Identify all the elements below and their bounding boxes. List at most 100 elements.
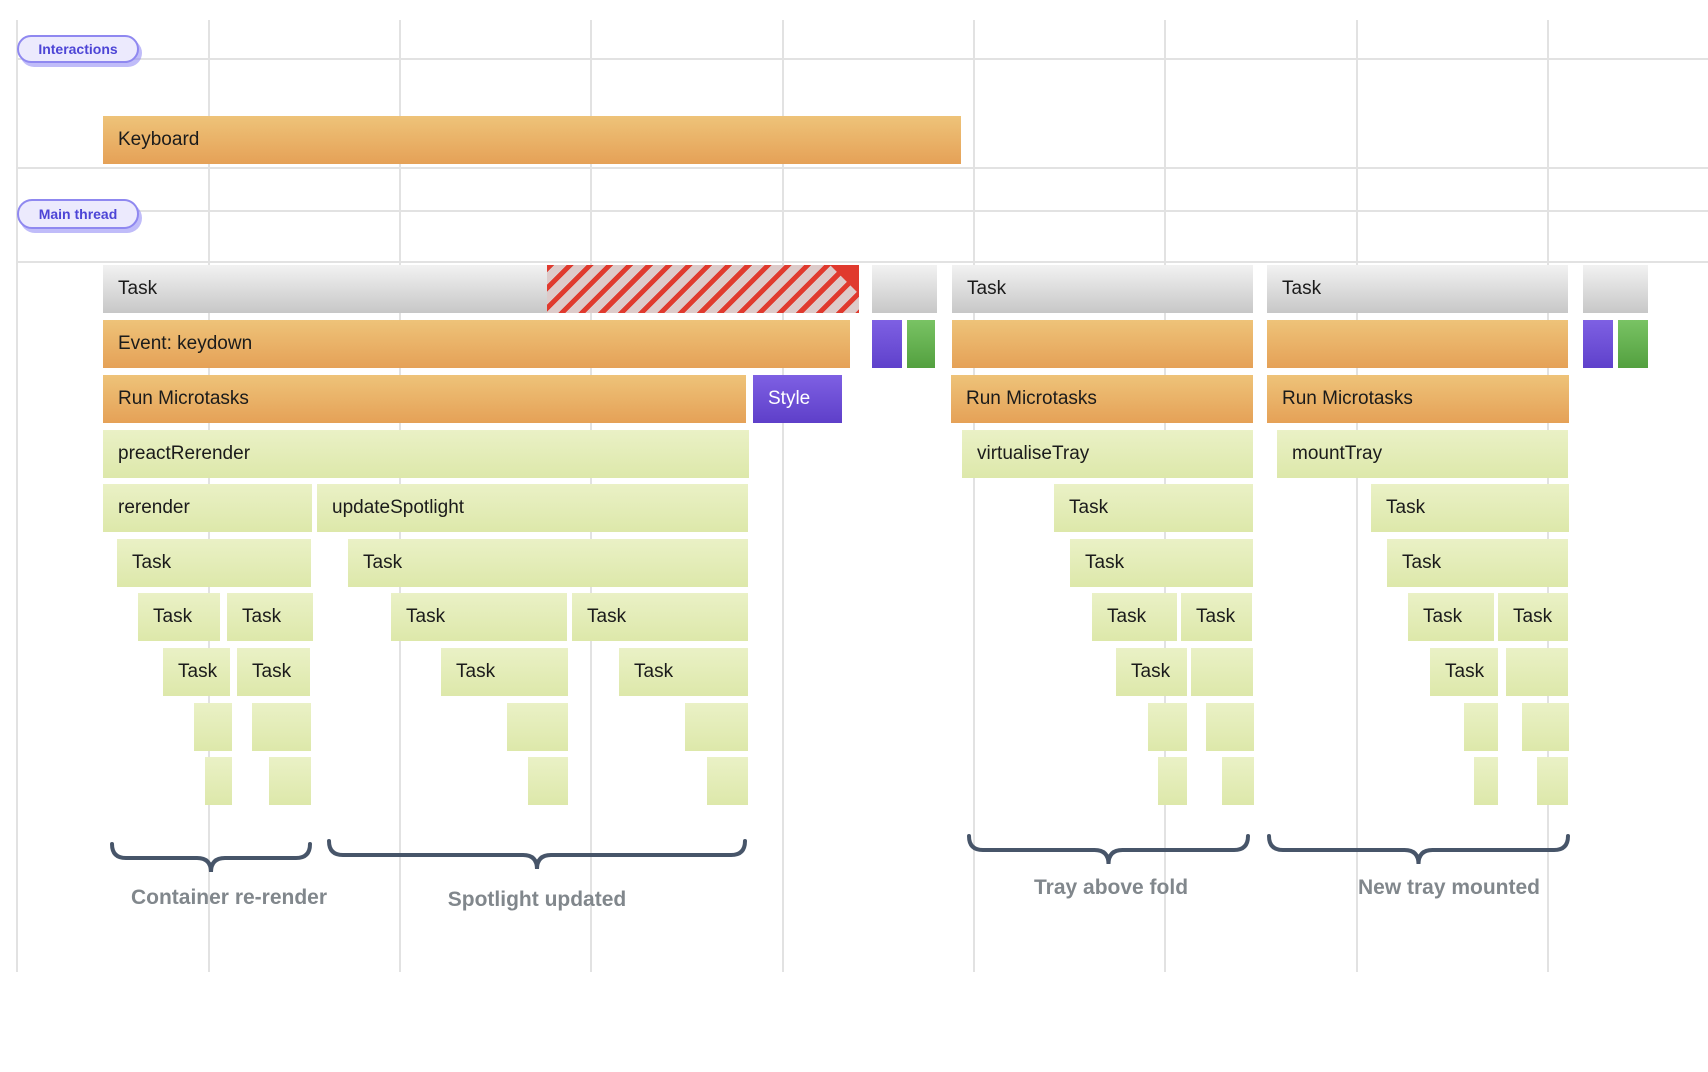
flame-bar-task[interactable]: Task: [1498, 593, 1568, 641]
annotation-label: Container re-render: [130, 886, 328, 909]
flame-bar[interactable]: [707, 757, 748, 805]
flame-bar-style[interactable]: Style: [753, 375, 842, 423]
flame-bar-task[interactable]: Task: [348, 539, 748, 587]
flame-bar-task[interactable]: Task: [441, 648, 568, 696]
flame-bar[interactable]: [1583, 320, 1613, 368]
gridline-vertical: [16, 20, 18, 972]
long-task-corner-icon: [830, 265, 859, 294]
flame-bar-task[interactable]: Task: [117, 539, 311, 587]
flame-bar-label: Event: keydown: [118, 333, 253, 354]
flame-bar-label: Task: [118, 278, 158, 299]
flame-bar-task[interactable]: Task: [103, 265, 859, 313]
flame-bar[interactable]: [872, 320, 902, 368]
flame-bar[interactable]: [528, 757, 568, 805]
flame-bar-preactrerender[interactable]: preactRerender: [103, 430, 749, 478]
flame-bar-task[interactable]: Task: [1092, 593, 1177, 641]
flame-bar-label: Task: [252, 661, 292, 682]
flame-bar[interactable]: [1506, 648, 1568, 696]
flame-bar-run-microtasks[interactable]: Run Microtasks: [103, 375, 746, 423]
flame-bar-task[interactable]: Task: [138, 593, 220, 641]
interaction-keyboard-label: Keyboard: [118, 129, 200, 150]
flame-bar[interactable]: [507, 703, 568, 751]
flame-bar[interactable]: [1474, 757, 1498, 805]
flame-bar-task[interactable]: Task: [1054, 484, 1253, 532]
flame-bar-label: Style: [768, 388, 811, 409]
main-thread-track-pill[interactable]: Main thread: [17, 199, 139, 229]
flame-bar[interactable]: [205, 757, 232, 805]
flame-bar-task[interactable]: Task: [163, 648, 230, 696]
flame-bar-task[interactable]: Task: [1116, 648, 1187, 696]
flame-bar-task[interactable]: Task: [1387, 539, 1568, 587]
flame-bar[interactable]: [252, 703, 311, 751]
flame-bar[interactable]: [907, 320, 935, 368]
flame-bar-label: Task: [1423, 606, 1463, 627]
flame-bar-label: Task: [153, 606, 193, 627]
annotation-label: New tray mounted: [1357, 876, 1541, 899]
flame-bar-task[interactable]: Task: [1070, 539, 1253, 587]
flame-bar-task[interactable]: Task: [227, 593, 313, 641]
flame-bar[interactable]: [1191, 648, 1253, 696]
flame-bar[interactable]: [1206, 703, 1254, 751]
flame-bar-label: Run Microtasks: [1282, 388, 1413, 409]
flame-bar-label: preactRerender: [118, 443, 251, 464]
flame-bar[interactable]: [269, 757, 311, 805]
gridline-horizontal: [17, 167, 1708, 169]
flame-bar-task[interactable]: Task: [572, 593, 748, 641]
flame-bar[interactable]: [1148, 703, 1187, 751]
annotation-label: Spotlight updated: [447, 888, 627, 911]
flame-bar-label: Task: [406, 606, 446, 627]
flame-bar-virtualisetray[interactable]: virtualiseTray: [962, 430, 1253, 478]
flame-bar[interactable]: [1618, 320, 1648, 368]
flame-bar-task[interactable]: Task: [1408, 593, 1494, 641]
flame-bar-label: Task: [634, 661, 674, 682]
flame-bar-label: updateSpotlight: [332, 497, 465, 518]
flame-bar-updatespotlight[interactable]: updateSpotlight: [317, 484, 748, 532]
flame-bar-task[interactable]: Task: [1430, 648, 1498, 696]
gridline-vertical: [782, 20, 784, 972]
flame-bar-label: Task: [132, 552, 172, 573]
flame-bar[interactable]: [1537, 757, 1568, 805]
flame-bar[interactable]: [1267, 320, 1568, 368]
flame-bar-rerender[interactable]: rerender: [103, 484, 312, 532]
gridline-vertical: [1356, 20, 1358, 972]
flame-bar[interactable]: [1464, 703, 1498, 751]
flame-bar-label: rerender: [118, 497, 190, 518]
flame-bar-task[interactable]: Task: [1371, 484, 1569, 532]
flame-bar[interactable]: [1522, 703, 1569, 751]
flame-bar-task[interactable]: Task: [952, 265, 1253, 313]
gridline-horizontal: [17, 210, 1708, 212]
flame-bar-run-microtasks[interactable]: Run Microtasks: [951, 375, 1253, 423]
interaction-keyboard-bar[interactable]: Keyboard: [103, 116, 961, 164]
flame-bar[interactable]: [1158, 757, 1187, 805]
flame-bar[interactable]: [685, 703, 748, 751]
flame-bar-run-microtasks[interactable]: Run Microtasks: [1267, 375, 1569, 423]
flame-bar-task[interactable]: Task: [1267, 265, 1568, 313]
flame-bar[interactable]: [1583, 265, 1648, 313]
flame-bar-label: Task: [967, 278, 1007, 299]
flame-bar-label: mountTray: [1292, 443, 1383, 464]
annotation-brace: [967, 834, 1250, 865]
flame-bar-label: Task: [1282, 278, 1322, 299]
annotation-label: Tray above fold: [1033, 876, 1189, 899]
interactions-track-pill[interactable]: Interactions: [17, 35, 139, 63]
flame-bar-label: Task: [1069, 497, 1109, 518]
flame-bar[interactable]: [194, 703, 232, 751]
flame-bar-task[interactable]: Task: [1181, 593, 1252, 641]
flame-bar-mounttray[interactable]: mountTray: [1277, 430, 1568, 478]
flame-bar-task[interactable]: Task: [619, 648, 748, 696]
flame-bar-label: Task: [587, 606, 627, 627]
flame-bar[interactable]: [952, 320, 1253, 368]
flame-bar[interactable]: [1222, 757, 1254, 805]
flame-bar-label: Task: [178, 661, 218, 682]
long-task-hatch: [547, 265, 859, 313]
flame-bar-event-keydown[interactable]: Event: keydown: [103, 320, 850, 368]
flame-bar-label: Task: [363, 552, 403, 573]
flame-bar-task[interactable]: Task: [237, 648, 310, 696]
flame-bar-label: virtualiseTray: [977, 443, 1090, 464]
flame-bar-label: Task: [1131, 661, 1171, 682]
flame-bar[interactable]: [872, 265, 937, 313]
flame-bar-task[interactable]: Task: [391, 593, 567, 641]
annotation-brace: [1267, 834, 1570, 865]
flame-bar-label: Task: [1085, 552, 1125, 573]
